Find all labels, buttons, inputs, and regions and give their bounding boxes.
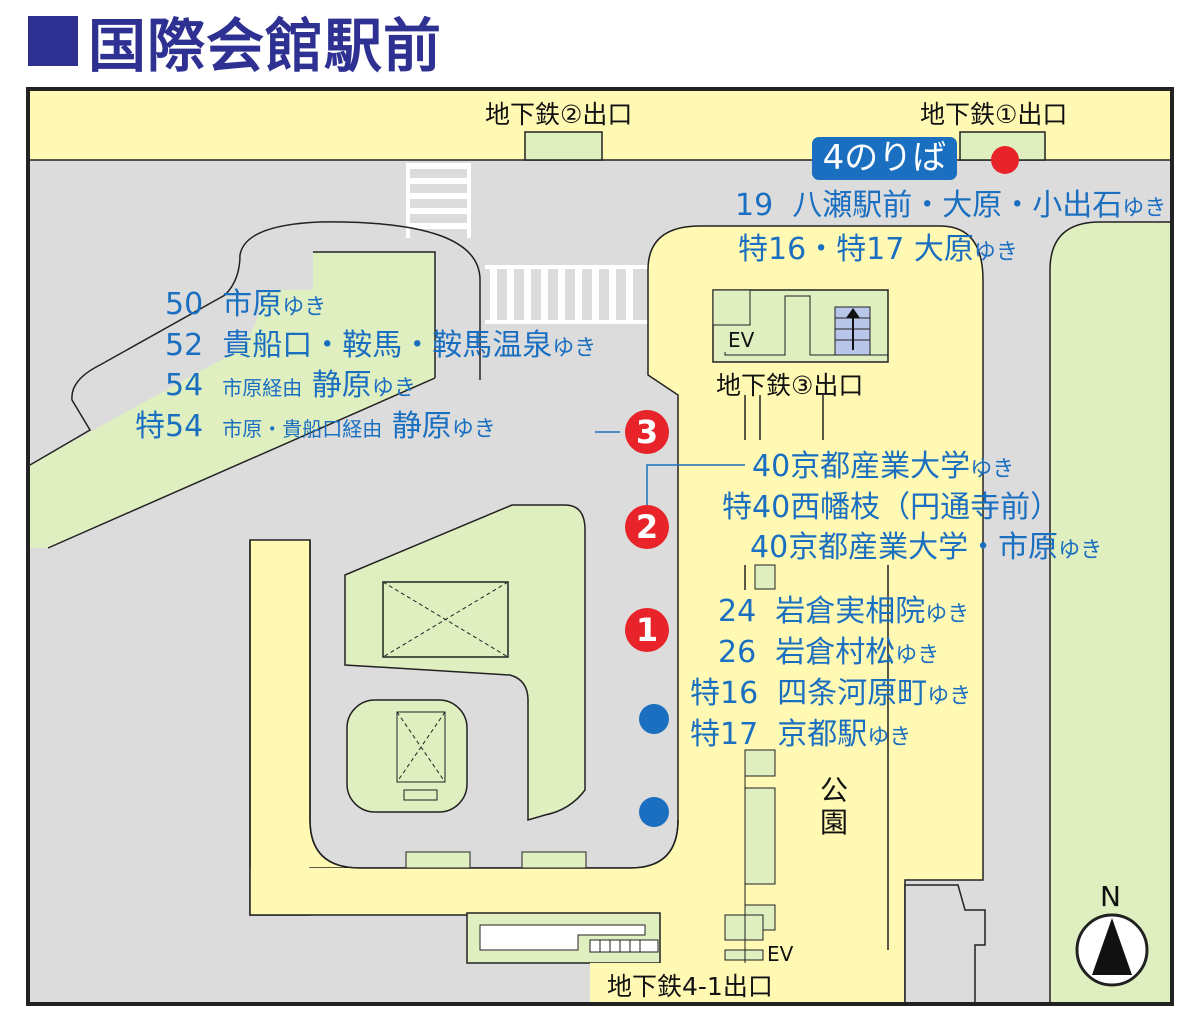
- title-text: 国際会館駅前: [88, 12, 443, 80]
- route-line: 19 八瀬駅前・大原・小出石ゆき: [735, 188, 1167, 223]
- route-line: 50 市原ゆき: [165, 287, 327, 322]
- route-line: 26 岩倉村松ゆき: [718, 635, 940, 670]
- map-border: [26, 87, 1174, 1006]
- north-label: N: [1100, 880, 1121, 913]
- crosswalk-west: [485, 265, 648, 324]
- route-line: 特54 市原・貴船口経由 静原ゆき: [135, 409, 496, 444]
- elevator-label: EV: [728, 328, 755, 352]
- crosswalk-north: [406, 163, 471, 238]
- route-line: 54 市原経由 静原ゆき: [165, 368, 416, 403]
- stop4-marker-icon: [991, 146, 1019, 174]
- bus-stop-dot-icon: [639, 797, 669, 827]
- route-line: 特17 京都駅ゆき: [690, 717, 912, 752]
- route-line: 40京都産業大学・市原ゆき: [750, 530, 1103, 565]
- exit2-structure: [524, 131, 603, 161]
- bus-stop-dot-icon: [639, 704, 669, 734]
- exit41-label: 地下鉄4-1出口: [607, 972, 773, 1001]
- right-green-area: [1049, 221, 1172, 1004]
- exit2-label: 地下鉄②出口: [485, 100, 633, 129]
- stop4-badge: 4のりば: [812, 137, 957, 180]
- small-park: [346, 699, 468, 813]
- page-title: 国際会館駅前: [28, 8, 442, 80]
- route-line: 特16・特17 大原ゆき: [738, 232, 1018, 267]
- park-label: 公園: [819, 774, 848, 839]
- stop3-marker: 3: [625, 410, 669, 454]
- route-line: 特16 四条河原町ゆき: [690, 676, 972, 711]
- left-green-strip: [30, 252, 435, 548]
- stop2-marker: 2: [625, 505, 669, 549]
- exit1-label: 地下鉄①出口: [920, 100, 1068, 129]
- bus-loop-outline: [29, 221, 481, 466]
- route-line: 52 貴船口・鞍馬・鞍馬温泉ゆき: [165, 328, 597, 363]
- route-line: 40京都産業大学ゆき: [752, 449, 1015, 484]
- southeast-road: [904, 884, 986, 1003]
- exit3-label: 地下鉄③出口: [716, 371, 864, 400]
- route-line: 24 岩倉実相院ゆき: [718, 594, 970, 629]
- stop1-marker: 1: [625, 608, 669, 652]
- title-square-icon: [28, 16, 78, 66]
- route-line: 特40西幡枝（円通寺前）: [722, 490, 1061, 525]
- elevator-label: EV: [767, 942, 794, 966]
- inner-park: [344, 504, 586, 822]
